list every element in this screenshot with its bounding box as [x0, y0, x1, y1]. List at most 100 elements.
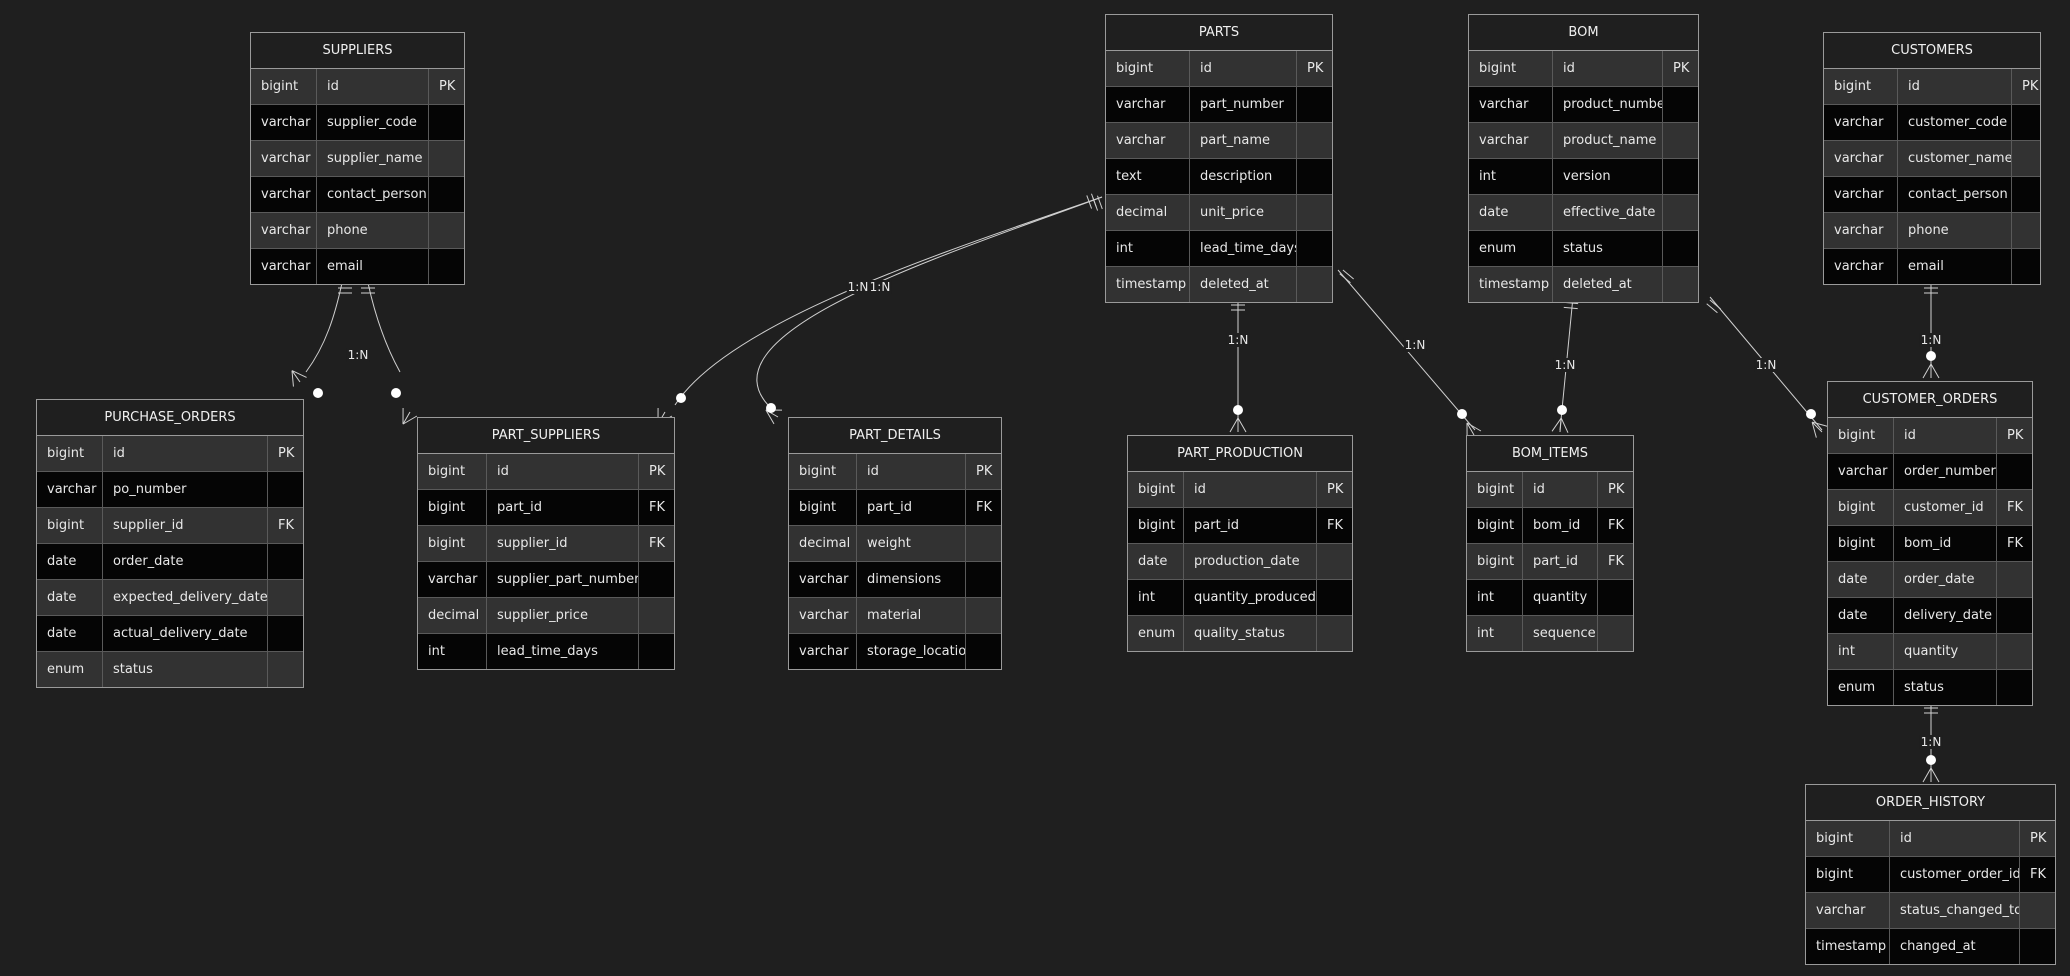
attribute-name: contact_person [316, 177, 428, 212]
attribute-key [965, 634, 1001, 669]
attribute-name: email [1897, 249, 2011, 284]
attribute-name: quantity [1893, 634, 1996, 669]
entity-title: PARTS [1106, 15, 1332, 51]
attribute-type: varchar [1116, 133, 1166, 148]
attribute-name: sequence [1522, 616, 1597, 651]
attribute-key [638, 634, 674, 669]
attribute-name: customer_order_id [1889, 857, 2019, 892]
attribute-key [1296, 123, 1332, 158]
attribute-name: id [1897, 69, 2011, 104]
attribute-name: product_number [1552, 87, 1662, 122]
entity-title: CUSTOMER_ORDERS [1828, 382, 2032, 418]
attribute-type: bigint [1477, 518, 1515, 533]
attribute-name: supplier_name [316, 141, 428, 176]
attribute-name: material [856, 598, 965, 633]
attribute-key [2019, 929, 2055, 964]
attribute-type: timestamp [1816, 939, 1887, 954]
entity-title: ORDER_HISTORY [1806, 785, 2055, 821]
attribute-name: dimensions [856, 562, 965, 597]
attribute-key: PK [1316, 472, 1352, 507]
attribute-type: varchar [799, 572, 849, 587]
attribute-type: varchar [799, 608, 849, 623]
attribute-type: int [428, 644, 445, 659]
attribute-key [1296, 195, 1332, 230]
attribute-type: varchar [261, 259, 311, 274]
attribute-name: status [1552, 231, 1662, 266]
attribute-name: id [1889, 821, 2019, 856]
attribute-type: varchar [799, 644, 849, 659]
attribute-key [638, 598, 674, 633]
attribute-type: date [1838, 572, 1868, 587]
attribute-name: id [1189, 51, 1296, 86]
attribute-key [1662, 195, 1698, 230]
relationship-parts-to-part-production [1229, 297, 1247, 433]
attribute-type: enum [1479, 241, 1517, 256]
attribute-name: supplier_part_number [486, 562, 638, 597]
attribute-key: FK [2019, 857, 2055, 892]
cardinality-label: 1:N [1226, 333, 1250, 347]
relationship-line [367, 282, 401, 373]
cardinality-label: 1:N [1754, 358, 1778, 372]
zero-marker [1926, 755, 1936, 765]
attribute-name: status_changed_to [1889, 893, 2019, 928]
attribute-type: timestamp [1479, 277, 1550, 292]
relationship-suppliers-to-part-suppliers [361, 282, 418, 425]
attribute-row: varchar dimensions [789, 561, 1001, 597]
attribute-type: varchar [1834, 187, 1884, 202]
zero-marker [391, 388, 401, 398]
attribute-name: order_date [1893, 562, 1996, 597]
many-marker [1811, 421, 1828, 438]
attribute-name: part_id [856, 490, 965, 525]
attribute-key: PK [965, 454, 1001, 489]
attribute-name: po_number [102, 472, 267, 507]
attribute-name: deleted_at [1189, 267, 1296, 302]
entity-title: PART_SUPPLIERS [418, 418, 674, 454]
relationship-parts-to-bom-items [1337, 269, 1482, 440]
attribute-type: varchar [1834, 223, 1884, 238]
attribute-key [1662, 231, 1698, 266]
attribute-name: bom_id [1522, 508, 1597, 543]
attribute-type: varchar [1479, 97, 1529, 112]
attribute-type: timestamp [1116, 277, 1187, 292]
attribute-name: part_number [1189, 87, 1296, 122]
attribute-key [1597, 616, 1633, 651]
attribute-type: bigint [1116, 61, 1154, 76]
attribute-type: decimal [1116, 205, 1168, 220]
attribute-type: int [1138, 590, 1155, 605]
attribute-key [428, 141, 464, 176]
cardinality-label: 1:N [846, 280, 870, 294]
attribute-key [1996, 598, 2032, 633]
attribute-type: bigint [47, 518, 85, 533]
attribute-name: expected_delivery_date [102, 580, 267, 615]
